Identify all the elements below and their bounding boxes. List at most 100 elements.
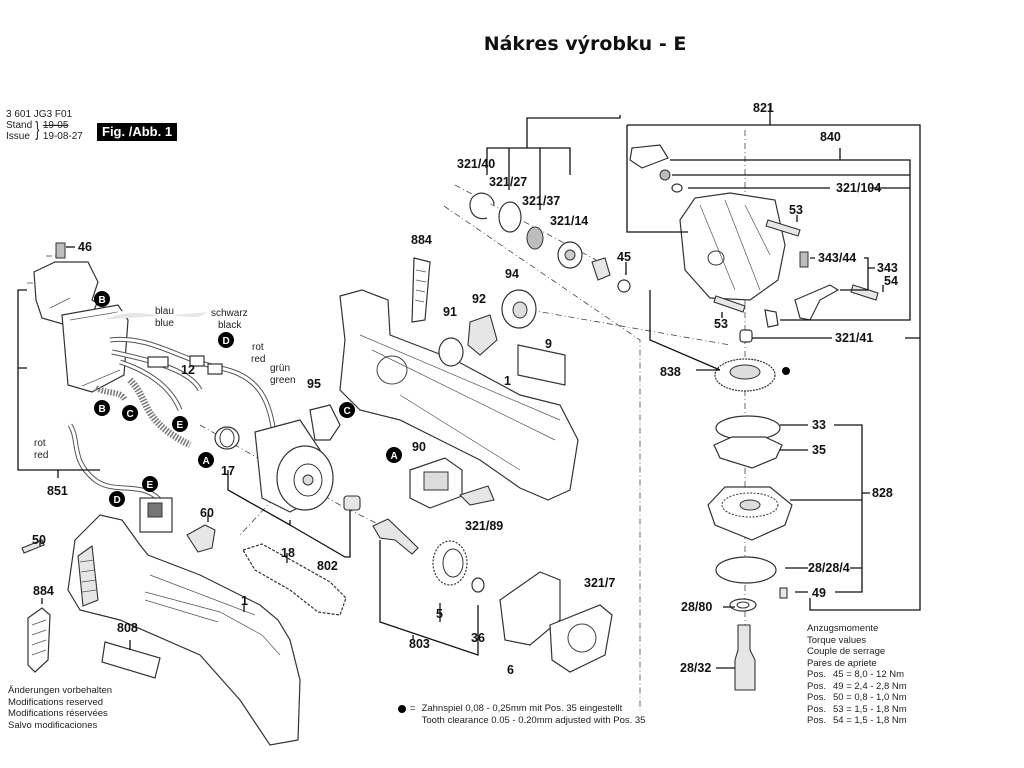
label-90: 90	[412, 440, 426, 454]
connector-C-2: C	[339, 402, 355, 418]
torque-value: 45 = 8,0 - 12 Nm	[833, 669, 905, 680]
label-94: 94	[505, 267, 519, 281]
main-housing-part	[339, 257, 579, 501]
torque-pos-label: Pos.	[807, 692, 827, 703]
label-91: 91	[443, 305, 457, 319]
torque-pos-label: Pos.	[807, 680, 827, 692]
label-6: 6	[507, 663, 514, 677]
disclaimer-en: Modifications reserved	[8, 696, 104, 708]
screw-53-bottom	[713, 295, 746, 313]
svg-text:B: B	[99, 295, 106, 306]
torque-header-en: Torque values	[807, 634, 867, 646]
torque-value: 49 = 2,4 - 2,8 Nm	[833, 680, 907, 692]
torque-value: 54 = 1,5 - 1,8 Nm	[833, 715, 907, 726]
equals-sign: =	[410, 703, 416, 714]
washer-36	[471, 577, 485, 593]
label-49: 49	[812, 586, 826, 600]
wire-label-red-2: red	[34, 450, 48, 461]
svg-text:A: A	[203, 456, 210, 467]
label-36: 36	[471, 631, 485, 645]
issue-value: 19-08-27	[42, 131, 83, 142]
part-number: 3 601 JG3 F01	[6, 109, 73, 120]
label-803: 803	[409, 637, 430, 651]
label-17: 17	[221, 464, 235, 478]
gear-head-part	[629, 144, 879, 343]
label-9	[517, 344, 566, 386]
plug-2	[207, 363, 223, 375]
bullet-marker-icon	[398, 705, 406, 713]
torque-header-de: Anzugsmomente	[807, 623, 879, 634]
label-45: 45	[617, 250, 631, 264]
o-ring-28-28-4	[715, 556, 777, 584]
bushing-321-41	[739, 329, 753, 343]
label-12: 12	[181, 363, 195, 377]
label-46: 46	[78, 240, 92, 254]
bearing-flange-828	[707, 486, 793, 541]
screw-49	[779, 587, 788, 599]
label-321-89: 321/89	[465, 519, 503, 533]
svg-text:C: C	[344, 406, 351, 417]
label-95: 95	[307, 377, 321, 391]
stand-value: 19-05	[42, 120, 69, 131]
nut-45	[617, 279, 631, 293]
label-50: 50	[32, 533, 46, 547]
svg-text:B: B	[99, 404, 106, 415]
torque-value: 53 = 1,5 - 1,8 Nm	[833, 703, 907, 715]
disclaimer-es: Salvo modificaciones	[8, 719, 98, 731]
wire-color-labels: blau blue schwarz black rot red grün gre…	[34, 306, 296, 461]
grille-884-bottom	[27, 607, 51, 673]
tooth-note-de: Zahnspiel 0,08 - 0,25mm mit Pos. 35 eing…	[421, 703, 623, 714]
brace: }	[35, 119, 40, 141]
connector-D-2: D	[109, 491, 125, 507]
lever-343	[794, 284, 840, 321]
bearing-802	[343, 495, 361, 511]
drive-gear-parts	[372, 518, 613, 673]
wire-label-green: green	[270, 375, 296, 386]
gear-5	[432, 540, 468, 586]
torque-row: Pos.53 = 1,5 - 1,8 Nm	[807, 704, 907, 716]
wire-label-rot-2: rot	[34, 438, 46, 449]
label-28-32: 28/32	[680, 661, 711, 675]
ring-17	[214, 426, 240, 450]
disclaimer-fr: Modifications réservées	[8, 708, 108, 719]
label-1-housing: 1	[504, 374, 511, 388]
label-321-27: 321/27	[489, 175, 527, 189]
tooth-clearance-note: = Zahnspiel 0,08 - 0,25mm mit Pos. 35 ei…	[398, 703, 645, 727]
label-343-44: 343/44	[818, 251, 856, 265]
shaft-bearing-parts	[469, 192, 631, 293]
handle-cover-18	[242, 543, 347, 616]
issue-label: Issue	[6, 131, 30, 142]
cover-95	[309, 404, 341, 441]
plug-1	[189, 355, 205, 367]
torque-pos-label: Pos.	[807, 669, 827, 680]
svg-text:D: D	[114, 495, 121, 506]
label-18: 18	[281, 546, 295, 560]
label-53-bottom: 53	[714, 317, 728, 331]
part-labels: 46 884 12 851 17 95 50 60 18 802 1 808 8…	[32, 101, 898, 677]
label-28-28-4: 28/28/4	[808, 561, 850, 575]
bearing-321-37	[526, 226, 544, 250]
brush-parts	[438, 289, 566, 386]
pinion-shaft	[372, 518, 419, 555]
flange-parts	[707, 415, 793, 691]
label-33: 33	[812, 418, 826, 432]
spindle-28-32	[734, 624, 756, 691]
label-321-14: 321/14	[550, 214, 588, 228]
svg-text:E: E	[147, 480, 154, 491]
screw-54	[850, 284, 879, 301]
label-808	[101, 641, 161, 679]
stand-label: Stand	[6, 120, 33, 131]
figure-label: Fig. /Abb. 1	[97, 123, 178, 141]
label-851: 851	[47, 484, 68, 498]
handle-shell	[67, 514, 301, 746]
wire-label-rot-1: rot	[252, 342, 264, 353]
spring-343-44	[799, 251, 809, 268]
electronic-housing	[61, 304, 129, 393]
label-821: 821	[753, 101, 774, 115]
label-884-bottom: 884	[33, 584, 54, 598]
plunger	[764, 309, 779, 328]
circlip-321-40	[469, 192, 495, 220]
tooth-clearance-marker	[782, 367, 790, 375]
disclaimer: Änderungen vorbehalten Modifications res…	[8, 685, 112, 731]
